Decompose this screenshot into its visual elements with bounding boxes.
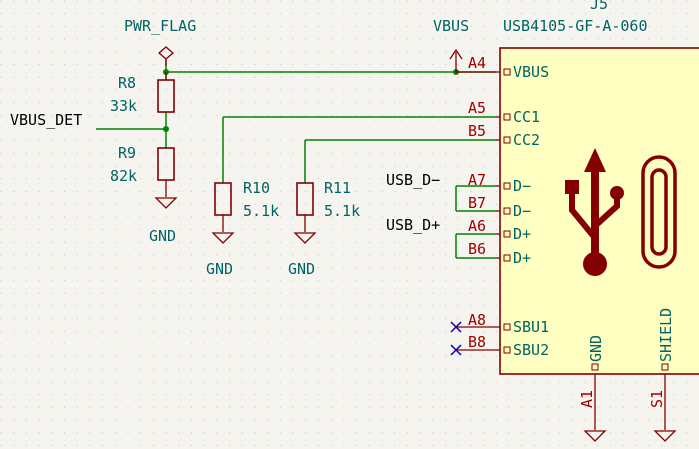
- pin-name-sbu2: SBU2: [513, 341, 549, 359]
- pin-num-b7: B7: [468, 194, 486, 212]
- ground-symbol-r11[interactable]: GND: [288, 232, 317, 278]
- pin-num-a8: A8: [468, 311, 486, 329]
- ground-icon: [293, 232, 317, 244]
- pin-name-vbus: VBUS: [513, 63, 549, 81]
- pin-num-a4: A4: [468, 54, 486, 72]
- pin-name-sbu1: SBU1: [513, 318, 549, 336]
- pin-num-a6: A6: [468, 217, 486, 235]
- resistor-r8-value: 33k: [110, 97, 137, 115]
- pin-name-cc2: CC2: [513, 131, 540, 149]
- resistor-r8-body: [157, 79, 175, 113]
- resistor-r8-ref: R8: [118, 74, 136, 92]
- wires: [96, 60, 496, 259]
- resistor-r9-ref: R9: [118, 144, 136, 162]
- vbus-arrow-icon: [449, 48, 463, 60]
- vbus-power-symbol[interactable]: VBUS: [433, 17, 469, 72]
- pin-num-a5: A5: [468, 99, 486, 117]
- resistor-r11[interactable]: R11 5.1k: [296, 179, 360, 232]
- resistor-r10[interactable]: R10 5.1k: [214, 179, 279, 232]
- pin-name-cc1: CC1: [513, 108, 540, 126]
- connector-value: USB4105-GF-A-060: [503, 17, 648, 35]
- pin-num-a7: A7: [468, 171, 486, 189]
- connector-ref: J5: [590, 0, 608, 13]
- resistor-r10-ref: R10: [243, 179, 270, 197]
- net-label-usb-dp[interactable]: USB_D+: [386, 216, 440, 234]
- net-label-vbus-det[interactable]: VBUS_DET: [10, 111, 82, 129]
- resistor-r9[interactable]: R9 82k: [110, 144, 175, 197]
- ground-r9-label: GND: [149, 227, 176, 245]
- resistor-r10-value: 5.1k: [243, 202, 279, 220]
- pin-name-shield: SHIELD: [657, 308, 675, 362]
- pin-name-dm1: D−: [513, 177, 531, 195]
- resistor-r9-value: 82k: [110, 167, 137, 185]
- pin-num-b5: B5: [468, 122, 486, 140]
- ground-symbol-r9[interactable]: GND: [149, 197, 178, 245]
- ground-r11-label: GND: [288, 260, 315, 278]
- net-label-usb-dm[interactable]: USB_D−: [386, 171, 440, 189]
- pin-name-dm2: D−: [513, 202, 531, 220]
- ground-icon: [583, 430, 607, 442]
- connector-j5[interactable]: J5 USB4105-GF-A-060 A4: [456, 0, 699, 442]
- usb-c-port-icon: [641, 155, 677, 269]
- vbus-symbol-label: VBUS: [433, 17, 469, 35]
- ground-icon: [211, 232, 235, 244]
- pin-num-a1: A1: [578, 390, 596, 408]
- pin-num-b6: B6: [468, 240, 486, 258]
- pin-num-s1: S1: [648, 390, 666, 408]
- pin-name-gnd: GND: [587, 335, 605, 362]
- pwr-flag-symbol[interactable]: PWR_FLAG: [124, 17, 196, 66]
- junction-vbus-det: [163, 126, 169, 132]
- resistor-r11-value: 5.1k: [324, 202, 360, 220]
- resistor-r11-ref: R11: [324, 179, 351, 197]
- usb-trident-icon: [565, 148, 624, 276]
- ground-icon: [154, 197, 178, 209]
- ground-symbol-r10[interactable]: GND: [206, 232, 235, 278]
- pwr-flag-label: PWR_FLAG: [124, 17, 196, 35]
- ground-r10-label: GND: [206, 260, 233, 278]
- pin-num-b8: B8: [468, 333, 486, 351]
- pin-name-dp2: D+: [513, 249, 531, 267]
- resistor-r8[interactable]: R8 33k: [110, 72, 175, 115]
- pin-name-dp1: D+: [513, 225, 531, 243]
- ground-icon: [653, 430, 677, 442]
